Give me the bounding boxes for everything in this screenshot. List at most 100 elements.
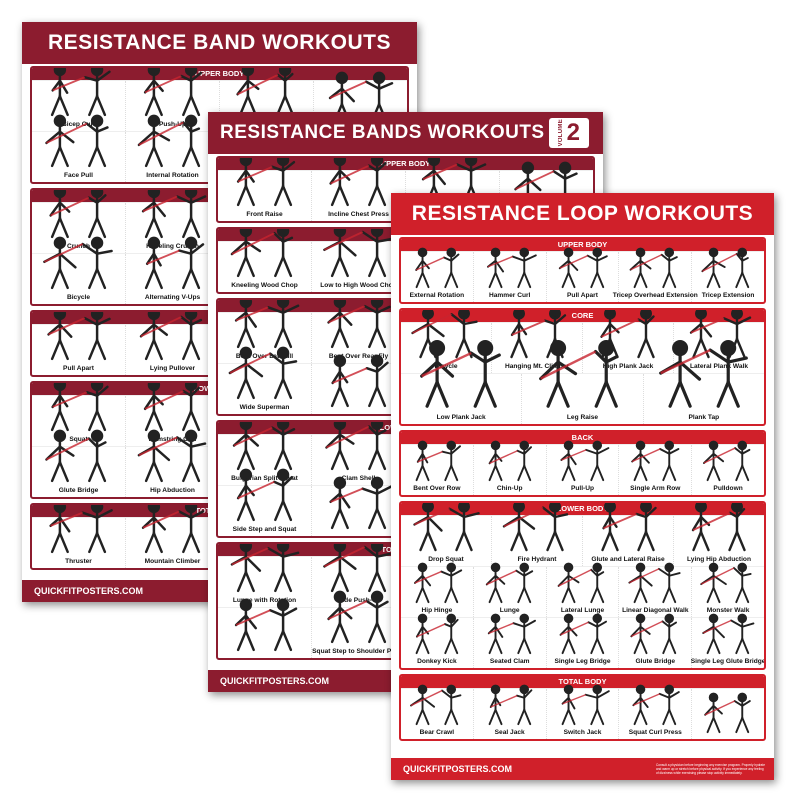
- exercise-cell: Low Plank Jack: [401, 339, 523, 424]
- poster-footer-url: QUICKFITPOSTERS.COM: [34, 586, 144, 596]
- exercise-label: Bulgarian Split Squat: [231, 475, 298, 482]
- exercise-illustration: [692, 689, 764, 737]
- section-header: UPPER BODY: [218, 158, 593, 170]
- exercise-cell: Bear Crawl: [401, 684, 474, 739]
- exercise-illustration: [32, 383, 125, 436]
- exercise-cell: External Rotation: [401, 247, 474, 302]
- exercise-label: Alternating V-Ups: [144, 294, 201, 301]
- volume-label: VOLUME: [557, 119, 564, 147]
- exercise-cell: Pull Apart: [547, 247, 620, 302]
- exercise-label: Squat Curl Press: [628, 729, 682, 736]
- exercise-label: Bicycle: [66, 294, 91, 301]
- exercise-label: Switch Jack: [563, 729, 602, 736]
- exercise-cell: Crunch: [32, 190, 126, 253]
- exercise-illustration: [619, 681, 691, 729]
- exercise-label: Low to High Wood Chop: [320, 282, 397, 289]
- exercise-label: Pull Apart: [63, 365, 94, 372]
- exercise-cell: Lunge: [474, 562, 547, 617]
- exercise-label: Squat: [69, 436, 88, 443]
- exercise-illustration: [312, 229, 405, 282]
- volume-badge: VOLUME 2: [549, 118, 589, 148]
- poster-title: RESISTANCE BAND WORKOUTS: [22, 22, 417, 64]
- exercise-illustration: [547, 610, 619, 658]
- exercise-cell: Squat Curl Press: [619, 684, 693, 739]
- exercise-cell: Donkey Kick: [401, 613, 474, 668]
- volume-number: 2: [566, 119, 581, 146]
- exercise-illustration: [644, 334, 764, 414]
- exercise-illustration: [218, 342, 311, 404]
- exercise-illustration: [218, 158, 311, 211]
- exercise-label: Fire Hydrant: [517, 556, 557, 563]
- exercise-label: Seated Clam: [489, 658, 530, 665]
- exercise-illustration: [218, 300, 311, 353]
- exercise-label: Incline Chest Press: [328, 211, 389, 218]
- exercise-label: Linear Diagonal Walk: [622, 607, 689, 614]
- exercise-illustration: [126, 312, 219, 365]
- exercise-illustration: [474, 437, 546, 485]
- exercise-label: Pull-Up: [570, 485, 595, 492]
- exercise-label: Bent Over Rear Fly: [328, 353, 389, 360]
- exercise-illustration: [218, 422, 311, 475]
- exercise-label: Wide Superman: [239, 404, 290, 411]
- exercise-cell: [218, 598, 312, 658]
- exercise-illustration: [32, 425, 125, 487]
- exercise-illustration: [218, 464, 311, 526]
- exercise-illustration: [401, 610, 473, 658]
- exercise-label: Monster Walk: [706, 607, 750, 614]
- exercise-illustration: [126, 110, 219, 172]
- poster-title-text: RESISTANCE BANDS WORKOUTS: [220, 122, 545, 143]
- exercise-label: Squat Step to Shoulder Press: [312, 648, 405, 655]
- section-header: LOWER BODY: [401, 503, 764, 515]
- exercise-label: Drop Squat: [428, 556, 464, 563]
- exercise-illustration: [126, 383, 219, 436]
- exercise-cell: Hip Hinge: [401, 562, 474, 617]
- exercise-cell: Drop Squat: [401, 503, 492, 566]
- exercise-label: Chin-Up: [496, 485, 523, 492]
- exercise-label: Hammer Curl: [488, 292, 531, 299]
- exercise-illustration: [312, 544, 405, 597]
- exercise-cell: Pull Apart: [32, 312, 126, 375]
- exercise-illustration: [218, 544, 311, 597]
- exercise-label: Seal Jack: [494, 729, 525, 736]
- exercise-cell: Bicep Curl: [32, 68, 126, 131]
- poster-title: RESISTANCE LOOP WORKOUTS: [391, 193, 774, 235]
- exercise-illustration: [401, 334, 521, 414]
- exercise-illustration: [32, 190, 125, 243]
- exercise-illustration: [547, 559, 619, 607]
- section-header: UPPER BODY: [32, 68, 407, 80]
- exercise-illustration: [126, 505, 219, 558]
- exercise-illustration: [126, 232, 219, 294]
- exercise-illustration: [492, 503, 582, 556]
- exercise-label: Glute Bridge: [58, 487, 99, 494]
- exercise-illustration: [312, 350, 405, 412]
- exercise-label: Bicep Curl: [62, 121, 95, 128]
- exercise-cell: Squat: [32, 383, 126, 446]
- exercise-label: Tricep Overhead Extension: [612, 292, 698, 299]
- exercise-cell: Lying Hip Abduction: [674, 503, 764, 566]
- exercise-label: Hanging Mt. Climber: [504, 363, 570, 370]
- exercise-cell: Front Raise: [218, 158, 312, 221]
- exercise-illustration: [312, 422, 405, 475]
- section-header: UPPER BODY: [401, 239, 764, 251]
- exercise-illustration: [692, 244, 764, 292]
- exercise-label: Plank Tap: [688, 414, 720, 421]
- exercise-illustration: [312, 158, 405, 211]
- exercise-illustration: [474, 559, 546, 607]
- exercise-label: Thruster: [65, 558, 92, 565]
- exercise-cell: Wide Superman: [218, 346, 312, 414]
- exercise-label: Kneeling Wood Chop: [231, 282, 298, 289]
- exercise-cell: Single Leg Bridge: [547, 613, 620, 668]
- poster-footer: QUICKFITPOSTERS.COM Consult a physician …: [391, 758, 774, 780]
- exercise-illustration: [401, 503, 491, 556]
- exercise-cell: Alternating V-Ups: [126, 236, 220, 304]
- exercise-illustration: [474, 610, 546, 658]
- section-header: TOTAL BODY: [401, 676, 764, 688]
- exercise-illustration: [312, 472, 405, 534]
